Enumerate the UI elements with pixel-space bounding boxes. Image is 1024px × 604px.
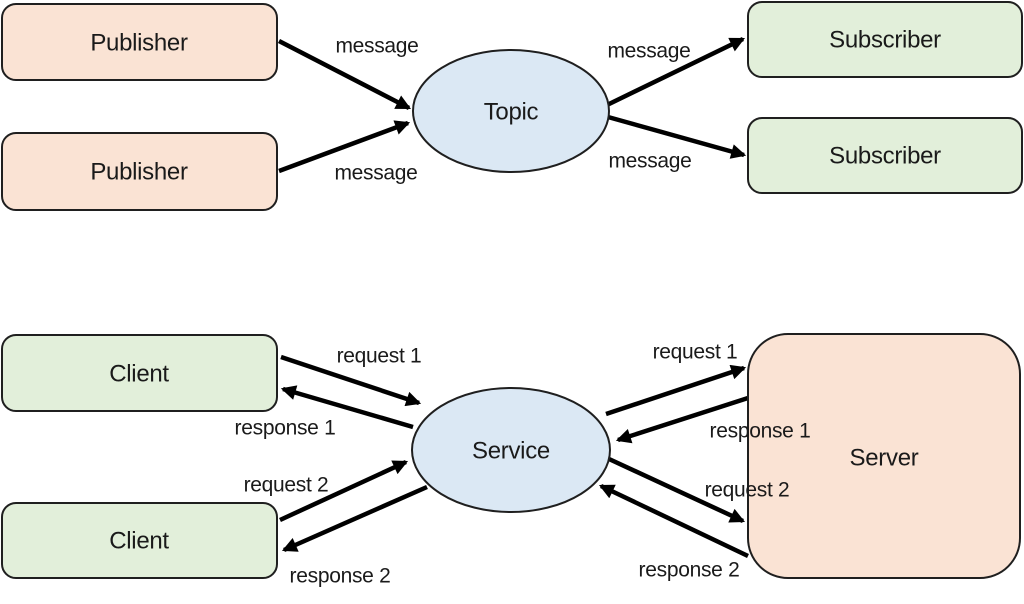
request2-label-client-side: request 2 bbox=[244, 474, 329, 497]
arrow-client2-request2-to-service bbox=[279, 459, 409, 523]
client2-label: Client bbox=[109, 528, 169, 555]
publisher2-box bbox=[1, 132, 278, 211]
service-label: Service bbox=[472, 438, 550, 465]
topic-label: Topic bbox=[484, 99, 539, 126]
client1-box bbox=[1, 334, 278, 412]
subscriber2-box bbox=[747, 117, 1023, 194]
service-ellipse bbox=[411, 387, 611, 513]
publisher1-label: Publisher bbox=[90, 30, 188, 57]
request2-label-server-side: request 2 bbox=[705, 479, 790, 502]
client1-label: Client bbox=[109, 361, 169, 388]
server-label: Server bbox=[850, 445, 919, 472]
arrow-server-response1-to-service bbox=[615, 395, 749, 444]
arrow-topic-to-subscriber1 bbox=[606, 36, 746, 108]
arrow-topic-to-subscriber2 bbox=[607, 114, 747, 159]
request1-label-server-side: request 1 bbox=[653, 341, 738, 364]
arrow-server-response2-to-service bbox=[598, 483, 749, 559]
message-label-subscriber1: message bbox=[607, 40, 690, 63]
arrow-service-request2-to-server bbox=[608, 456, 746, 524]
client2-box bbox=[1, 502, 278, 579]
arrow-service-response2-to-client2 bbox=[281, 484, 428, 553]
service-arrows bbox=[279, 354, 749, 559]
publisher1-box bbox=[1, 3, 278, 81]
topic-ellipse bbox=[412, 49, 610, 173]
subscriber1-label: Subscriber bbox=[829, 27, 941, 54]
message-label-publisher2: message bbox=[334, 162, 417, 185]
request1-label-client-side: request 1 bbox=[337, 345, 422, 368]
arrow-service-request1-to-server bbox=[605, 364, 747, 417]
service-section: Client Client Service Server request 1 r… bbox=[1, 333, 1021, 588]
response1-label-client-side: response 1 bbox=[235, 417, 336, 440]
subscriber2-label: Subscriber bbox=[829, 143, 941, 170]
server-box bbox=[747, 333, 1021, 579]
arrow-publisher2-to-topic bbox=[278, 120, 411, 174]
response1-label-server-side: response 1 bbox=[710, 420, 811, 443]
subscriber1-box bbox=[747, 1, 1023, 78]
response2-label-client-side: response 2 bbox=[290, 565, 391, 588]
message-label-publisher1: message bbox=[335, 35, 418, 58]
message-label-subscriber2: message bbox=[608, 150, 691, 173]
publisher2-label: Publisher bbox=[90, 159, 188, 186]
arrow-publisher1-to-topic bbox=[277, 38, 412, 111]
pubsub-arrows bbox=[277, 36, 747, 174]
arrow-service-response1-to-client1 bbox=[280, 385, 414, 430]
arrow-client1-request1-to-service bbox=[280, 354, 422, 407]
response2-label-server-side: response 2 bbox=[639, 559, 740, 582]
pubsub-section: Publisher Publisher Topic Subscriber Sub… bbox=[1, 1, 1023, 211]
